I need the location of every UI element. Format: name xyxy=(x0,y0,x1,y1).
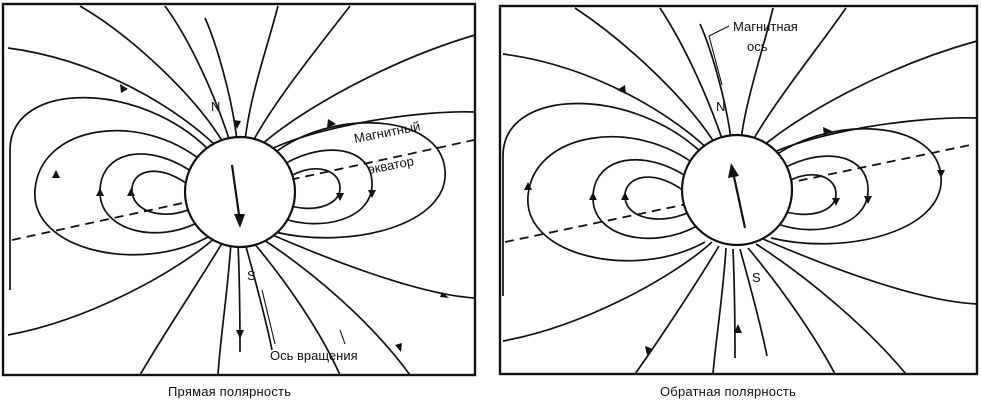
rotation-axis-pointer-2 xyxy=(339,329,346,345)
rotation-axis-label: Ось вращения xyxy=(270,348,358,363)
arrowhead-icon xyxy=(864,196,872,204)
magnetic-equator-line xyxy=(11,139,475,241)
arrowhead-icon xyxy=(524,182,532,190)
field-lines xyxy=(7,5,476,376)
reversed-polarity-caption: Обратная полярность xyxy=(660,384,797,399)
north-pole-label: N xyxy=(211,99,220,114)
arrowhead-icon xyxy=(368,190,376,198)
diagram-frame xyxy=(498,4,979,376)
north-pole-label: N xyxy=(716,99,725,114)
arrowhead-icon xyxy=(589,192,597,200)
normal-polarity-diagram: N S Магнитный экватор Ось вращения xyxy=(1,2,477,377)
arrowhead-icon xyxy=(832,198,840,206)
arrowhead-icon xyxy=(395,343,402,352)
normal-polarity-caption: Прямая полярность xyxy=(168,384,292,399)
arrowhead-icon xyxy=(937,170,945,178)
south-pole-label: S xyxy=(752,270,761,285)
arrowhead-icon xyxy=(127,188,135,196)
magnetic-equator-label-2: экватор xyxy=(367,153,415,177)
south-pole-label: S xyxy=(247,268,256,283)
arrowhead-icon xyxy=(823,127,832,136)
magnetic-axis-label-1: Магнитная xyxy=(733,19,798,34)
arrowhead-up-icon xyxy=(728,163,739,178)
arrowhead-icon xyxy=(617,85,626,94)
magnetic-axis-label-2: ось xyxy=(747,39,768,54)
arrowhead-icon xyxy=(96,188,104,196)
arrowhead-down-icon xyxy=(234,214,245,228)
reversed-polarity-diagram: N S Магнитная ось xyxy=(498,4,979,376)
field-direction-arrows xyxy=(524,85,945,355)
magnetic-dipole-arrow xyxy=(731,171,747,229)
diagram-frame xyxy=(1,2,477,377)
arrowhead-icon xyxy=(621,192,629,200)
arrowhead-icon xyxy=(52,170,60,178)
arrowhead-icon xyxy=(645,346,653,355)
arrowhead-icon xyxy=(734,324,742,333)
arrowhead-icon xyxy=(236,330,244,339)
earth-globe xyxy=(183,135,297,249)
arrowhead-icon xyxy=(120,84,128,93)
arrowhead-icon xyxy=(336,193,344,201)
rotation-axis-pointer xyxy=(261,289,276,345)
magnetic-axis-pointer-2 xyxy=(708,35,723,86)
arrowhead-icon xyxy=(233,120,241,129)
magnetic-axis-pointer xyxy=(708,25,730,37)
arrowhead-icon xyxy=(440,292,449,298)
magnetic-dipole-arrow xyxy=(230,164,242,223)
field-direction-arrows xyxy=(52,84,449,352)
arrowhead-icon xyxy=(327,119,336,128)
